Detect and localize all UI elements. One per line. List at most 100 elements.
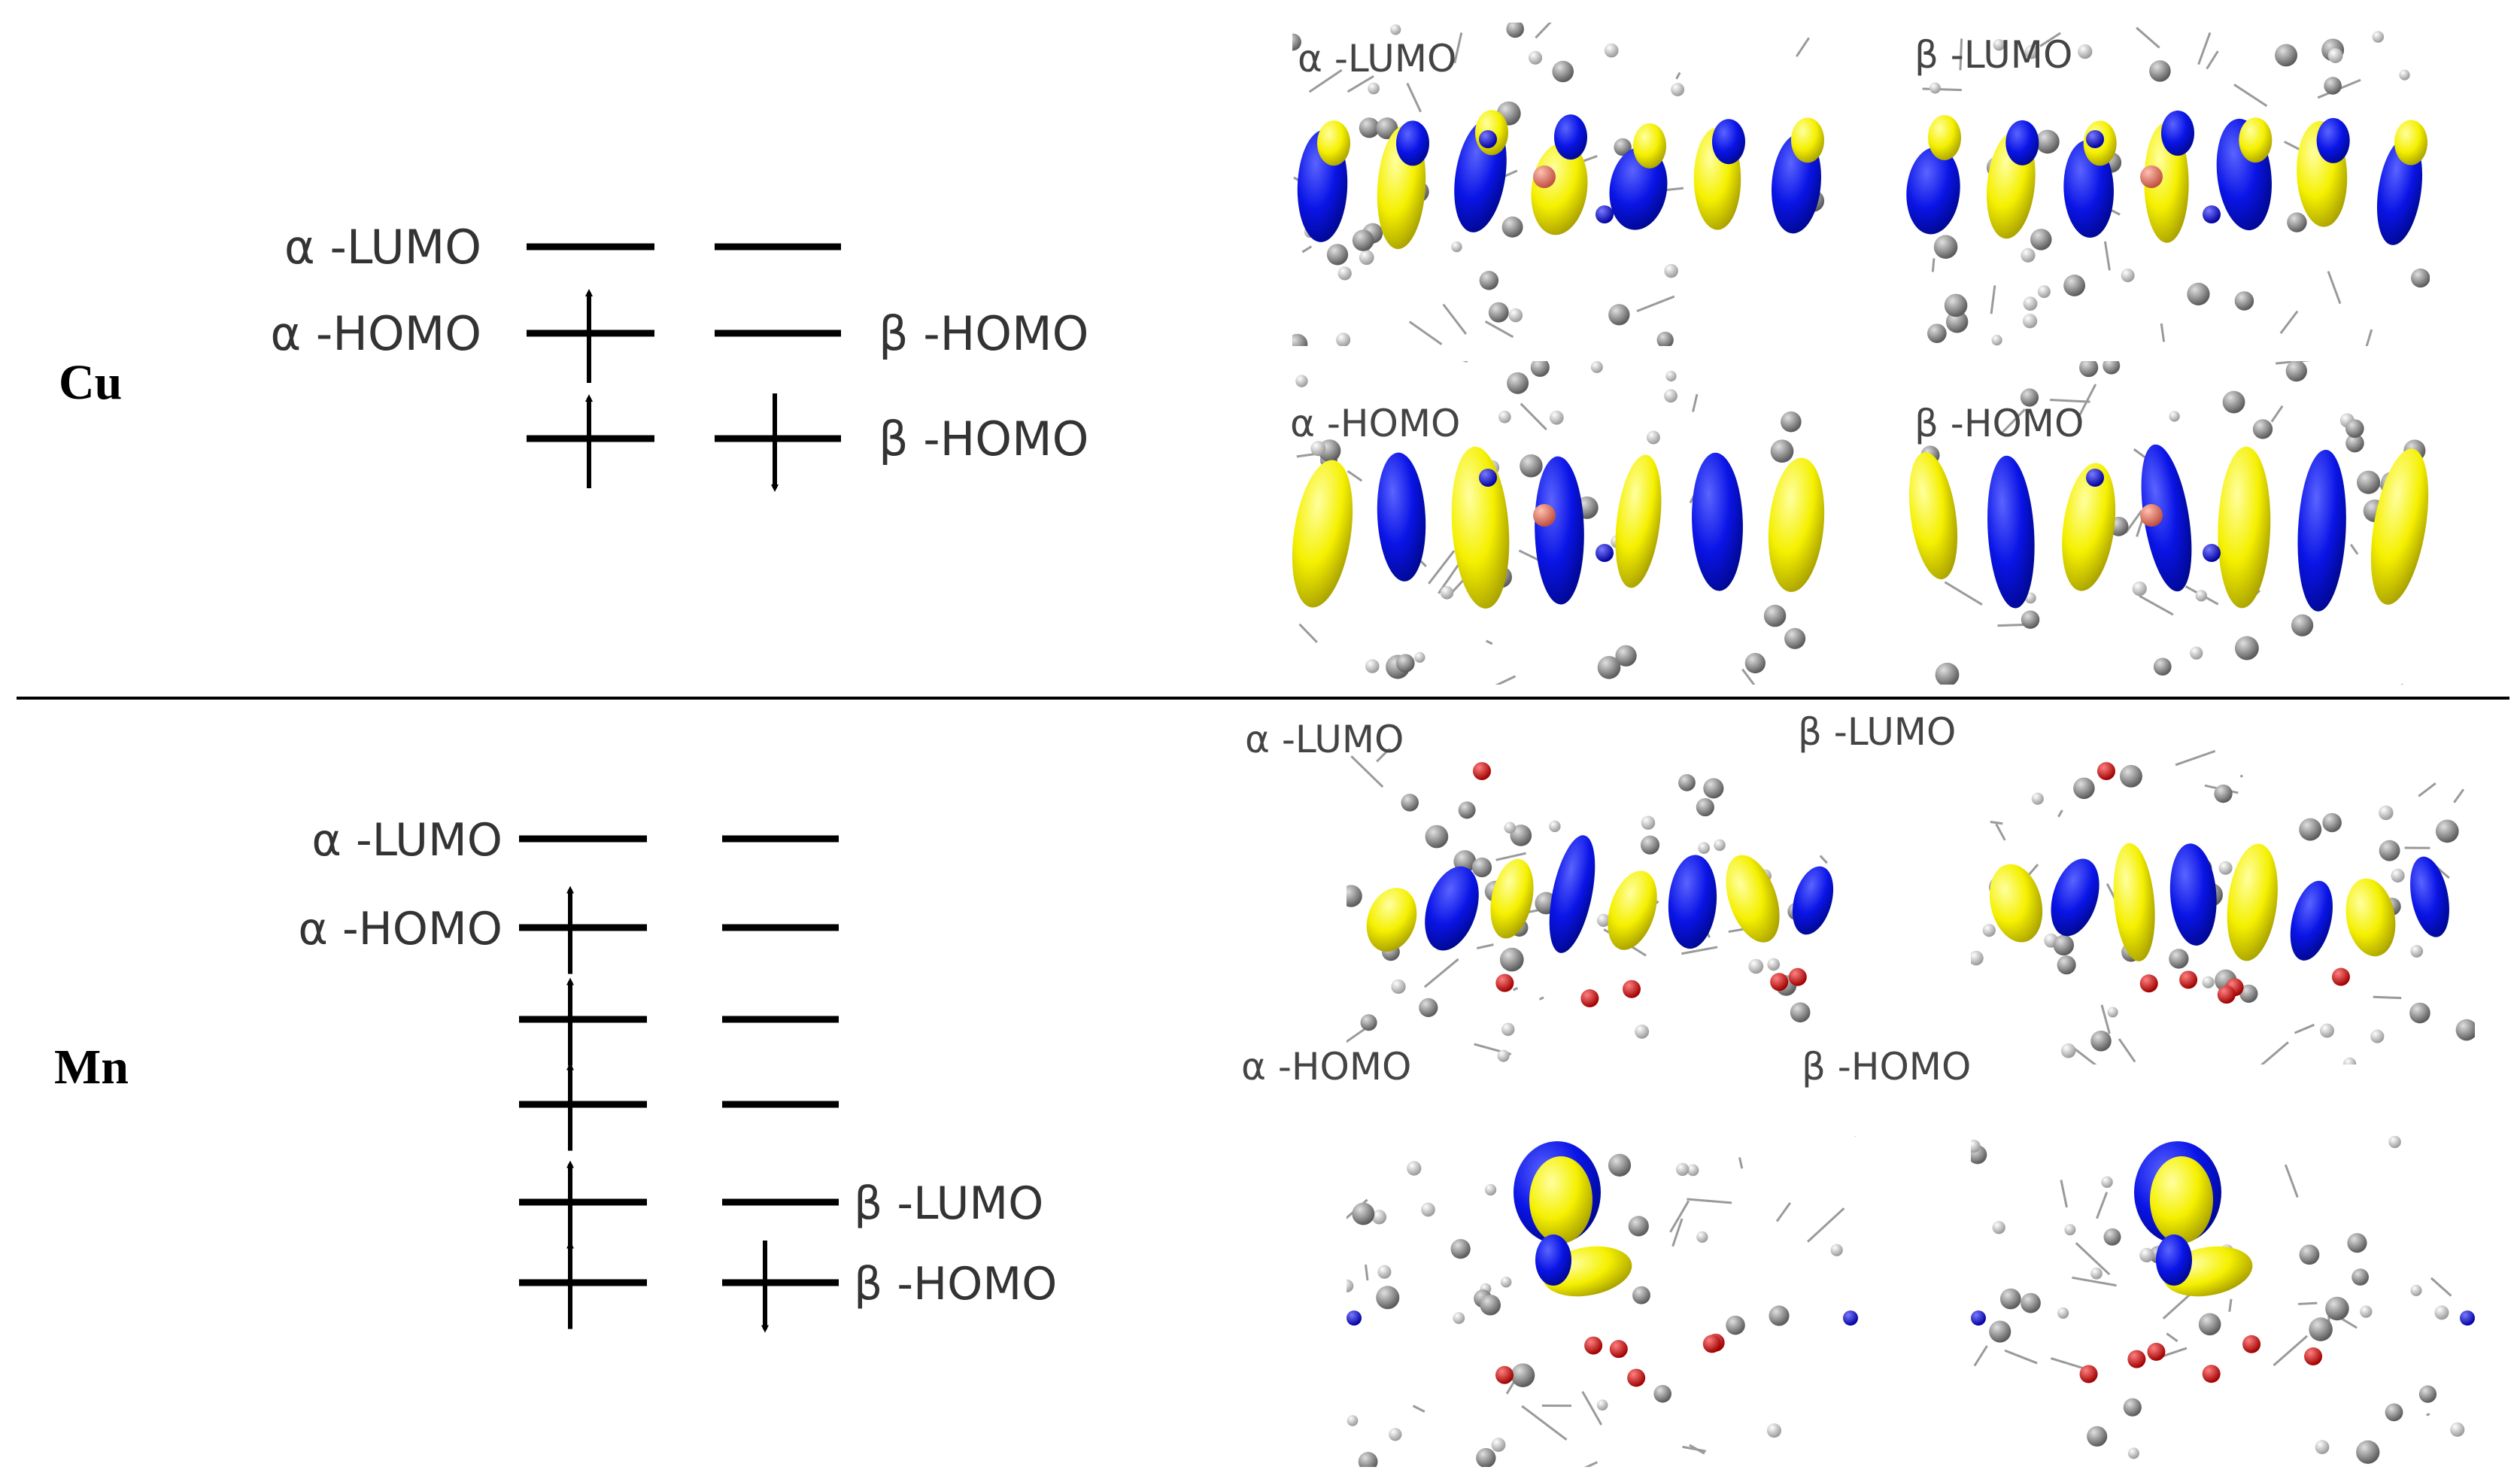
hydrogen-atom bbox=[1389, 1428, 1402, 1441]
carbon-atom bbox=[1781, 411, 1802, 433]
hydrogen-atom bbox=[1500, 1277, 1512, 1288]
bond bbox=[2197, 32, 2212, 65]
carbon-atom bbox=[1352, 1202, 1375, 1225]
carbon-atom bbox=[1471, 857, 1492, 878]
carbon-atom bbox=[2345, 419, 2364, 438]
beta-level-label: β -HOMO bbox=[854, 1258, 1057, 1310]
hydrogen-atom bbox=[2319, 1023, 2334, 1038]
carbon-atom bbox=[2053, 934, 2075, 956]
nitrogen-atom bbox=[1479, 469, 1497, 487]
bond bbox=[1308, 68, 1343, 93]
carbon-atom bbox=[1520, 454, 1543, 478]
copper-atom bbox=[2140, 504, 2163, 527]
bond bbox=[1669, 1200, 1690, 1233]
lumo-orbital-icon bbox=[1347, 749, 1834, 1062]
carbon-atom bbox=[2103, 1228, 2121, 1246]
hydrogen-atom bbox=[2190, 646, 2203, 660]
hydrogen-atom bbox=[1491, 1438, 1506, 1452]
hydrogen-atom bbox=[1337, 266, 1352, 281]
oxygen-atom bbox=[2217, 985, 2236, 1004]
bond bbox=[2400, 683, 2403, 685]
bond bbox=[2175, 749, 2216, 767]
carbon-atom bbox=[1292, 333, 1308, 346]
hydrogen-atom bbox=[1347, 1279, 1354, 1292]
hydrogen-atom bbox=[1371, 1210, 1387, 1225]
oxygen-atom bbox=[2304, 1347, 2323, 1366]
hydrogen-atom bbox=[1929, 82, 1941, 94]
carbon-atom bbox=[2198, 1313, 2221, 1336]
hydrogen-atom bbox=[2391, 868, 2405, 883]
hydrogen-atom bbox=[1549, 410, 1564, 425]
carbon-atom bbox=[1656, 331, 1674, 346]
bond bbox=[2072, 1276, 2117, 1287]
orbital-label: α -LUMO bbox=[1298, 37, 1456, 80]
hydrogen-atom bbox=[2379, 805, 2394, 821]
hydrogen-atom bbox=[1767, 958, 1781, 971]
bond bbox=[1484, 320, 1514, 339]
negative-lobe bbox=[1535, 456, 1584, 605]
alpha-level-label: α -HOMO bbox=[270, 306, 481, 361]
hydrogen-atom bbox=[2024, 592, 2036, 604]
carbon-atom bbox=[2385, 1403, 2403, 1422]
positive-lobe bbox=[2227, 843, 2278, 961]
positive-lobe bbox=[1608, 870, 1657, 950]
bond bbox=[2050, 1357, 2085, 1370]
hydrogen-atom bbox=[1671, 83, 1685, 96]
orbital-label: β -HOMO bbox=[1914, 402, 2084, 445]
bond bbox=[1423, 958, 1459, 989]
hydrogen-atom bbox=[2064, 1224, 2076, 1236]
bond bbox=[2327, 271, 2342, 305]
bond bbox=[1535, 23, 1552, 39]
hydrogen-atom bbox=[2342, 1057, 2357, 1064]
energy-level bbox=[519, 977, 839, 1066]
hydrogen-atom bbox=[1676, 1162, 1690, 1177]
bond bbox=[1795, 37, 1811, 57]
hydrogen-atom bbox=[1484, 1183, 1497, 1196]
positive-lobe bbox=[2370, 448, 2429, 605]
negative-lobe bbox=[2169, 843, 2217, 946]
carbon-atom bbox=[2356, 1440, 2380, 1464]
hydrogen-atom bbox=[1508, 308, 1523, 323]
negative-lobe bbox=[2297, 449, 2346, 612]
hydrogen-atom bbox=[1421, 1202, 1435, 1217]
carbon-atom bbox=[1944, 293, 1968, 317]
homo-orbital-icon bbox=[1292, 361, 1825, 685]
hydrogen-atom bbox=[2132, 581, 2147, 597]
copper-atom bbox=[2140, 166, 2163, 188]
energy-level: β -HOMO bbox=[519, 1241, 1057, 1333]
hydrogen-atom bbox=[2315, 1440, 2330, 1455]
oxygen-atom bbox=[1627, 1368, 1646, 1387]
hydrogen-atom bbox=[1390, 24, 1401, 35]
oxygen-atom bbox=[2147, 1342, 2166, 1361]
carbon-atom bbox=[2030, 229, 2052, 251]
oxygen-atom bbox=[2127, 1350, 2146, 1368]
carbon-atom bbox=[1608, 1153, 1632, 1177]
bond bbox=[1376, 749, 1392, 763]
oxygen-atom bbox=[1473, 762, 1491, 780]
hydrogen-atom bbox=[2195, 590, 2207, 602]
hydrogen-atom bbox=[1407, 1161, 1422, 1176]
bond bbox=[1687, 1198, 1732, 1204]
negative-lobe bbox=[2161, 111, 2194, 156]
bond bbox=[1347, 74, 1374, 93]
positive-lobe bbox=[1768, 457, 1825, 592]
hydrogen-atom bbox=[1635, 1024, 1650, 1039]
hydrogen-atom bbox=[2031, 792, 2044, 805]
bond bbox=[2298, 1301, 2318, 1305]
bond bbox=[1476, 943, 1494, 950]
bond bbox=[1922, 87, 1962, 92]
carbon-atom bbox=[1678, 773, 1696, 791]
lumo-orbital-icon bbox=[1906, 26, 2430, 346]
negative-lobe bbox=[2290, 880, 2333, 961]
carbon-atom bbox=[2120, 764, 2142, 788]
hydrogen-atom bbox=[1604, 43, 1619, 58]
bond bbox=[2260, 1041, 2289, 1064]
carbon-atom bbox=[2325, 1296, 2349, 1321]
carbon-atom bbox=[1935, 662, 1960, 685]
positive-lobe bbox=[1928, 114, 1961, 160]
bond bbox=[1581, 1391, 1603, 1426]
carbon-atom bbox=[2063, 275, 2086, 296]
hydrogen-atom bbox=[1365, 659, 1380, 673]
positive-lobe bbox=[1529, 1156, 1592, 1244]
